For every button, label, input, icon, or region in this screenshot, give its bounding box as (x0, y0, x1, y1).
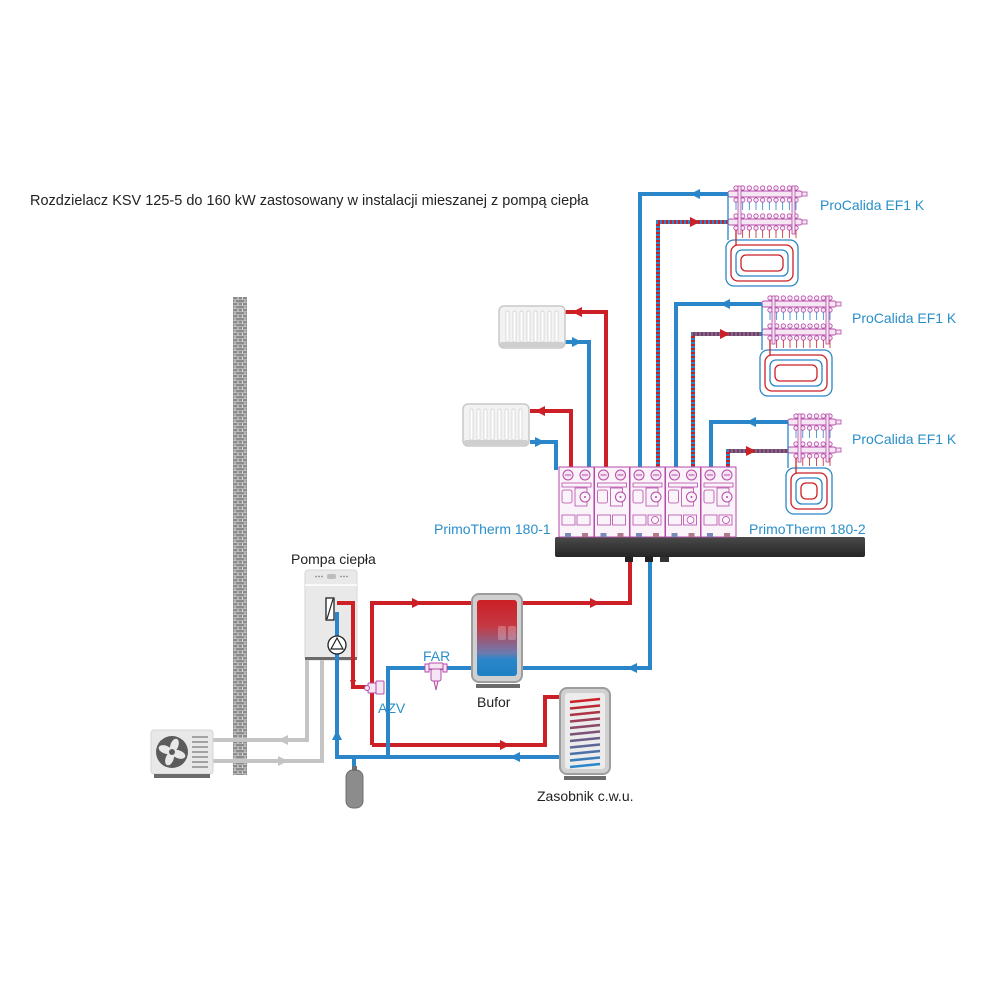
floor-heating-loop (759, 304, 833, 397)
azv-label: AZV (378, 700, 406, 716)
arrow-icon (627, 663, 637, 673)
mixing-valve-icon (722, 516, 730, 524)
arrow-icon (332, 730, 342, 740)
underfloor-label-1: ProCalida EF1 K (820, 197, 925, 213)
coil-turn (569, 762, 601, 769)
primotherm-1-label: PrimoTherm 180-1 (434, 521, 551, 537)
mixing-valve-icon (686, 516, 695, 524)
heat-pump-label: Pompa ciepła (291, 551, 376, 567)
arrow-icon (535, 437, 545, 447)
underfloor-return-pipe (709, 420, 788, 470)
underfloor-label-3: ProCalida EF1 K (852, 431, 957, 447)
underfloor-manifold (787, 413, 842, 466)
primotherm-2-label: PrimoTherm 180-2 (749, 521, 866, 537)
arrow-icon (412, 598, 422, 608)
coil-turn (569, 756, 601, 762)
dhw-tank-label: Zasobnik c.w.u. (537, 788, 634, 804)
coil-turn (569, 749, 601, 756)
coil-turn (569, 723, 601, 730)
hydraulic-manifold (555, 537, 865, 562)
arrow-icon (746, 446, 756, 456)
underfloor-supply-pipe (726, 449, 788, 470)
far-label: FAR (423, 648, 451, 664)
coil-turn (569, 717, 601, 723)
mixing-valve-icon (651, 516, 659, 524)
pump-module (665, 466, 701, 538)
arrow-icon (278, 735, 288, 745)
arrow-icon (720, 329, 730, 339)
coil-turn (569, 704, 601, 710)
coil-turn (569, 736, 601, 743)
arrow-icon (572, 307, 582, 317)
arrow-icon (572, 337, 582, 347)
coil-turn (569, 730, 601, 736)
buffer-tank (471, 593, 523, 688)
underfloor-manifold (761, 295, 842, 348)
underfloor-supply-dash (691, 332, 762, 470)
radiator-icon (462, 403, 530, 447)
arrow-icon (690, 189, 700, 199)
pump-module (629, 466, 666, 538)
radiator-icon (498, 305, 566, 349)
underfloor-return-pipe (674, 302, 762, 470)
radiator-pipe (565, 340, 591, 470)
underfloor-supply-dash (726, 449, 788, 470)
azv-valve-icon (364, 680, 385, 695)
arrow-icon (590, 598, 600, 608)
arrow-icon (720, 299, 730, 309)
arrow-icon (500, 740, 510, 750)
pump-module (700, 466, 737, 538)
far-separator-icon (424, 662, 448, 691)
floor-heating-loop (785, 422, 833, 515)
arrow-icon (535, 406, 545, 416)
circulation-pump-icon (327, 635, 347, 655)
outdoor-unit (150, 729, 214, 778)
heat-exchanger-icon (325, 597, 335, 621)
pump-module (558, 466, 595, 538)
arrow-icon (746, 417, 756, 427)
pump-modules (558, 466, 737, 538)
underfloor-label-2: ProCalida EF1 K (852, 310, 957, 326)
arrow-icon (690, 217, 700, 227)
underfloor-manifold (727, 185, 808, 238)
diagram-title: Rozdzielacz KSV 125-5 do 160 kW zastosow… (30, 193, 589, 209)
coil-turn (569, 710, 601, 717)
expansion-vessel-icon (345, 766, 364, 809)
arrow-icon (350, 680, 356, 688)
radiator-pipe (530, 440, 558, 470)
arrow-icon (278, 756, 288, 766)
brick-wall (233, 297, 247, 775)
arrow-icon (510, 752, 520, 762)
dhw-tank (559, 687, 611, 780)
coil-turn (569, 743, 601, 749)
coil-turn (569, 697, 601, 704)
buffer-label: Bufor (477, 694, 511, 710)
fan-icon (156, 736, 188, 768)
floor-heating-loop (725, 194, 799, 287)
pump-module (594, 466, 630, 538)
underfloor-supply-dash (656, 220, 728, 470)
